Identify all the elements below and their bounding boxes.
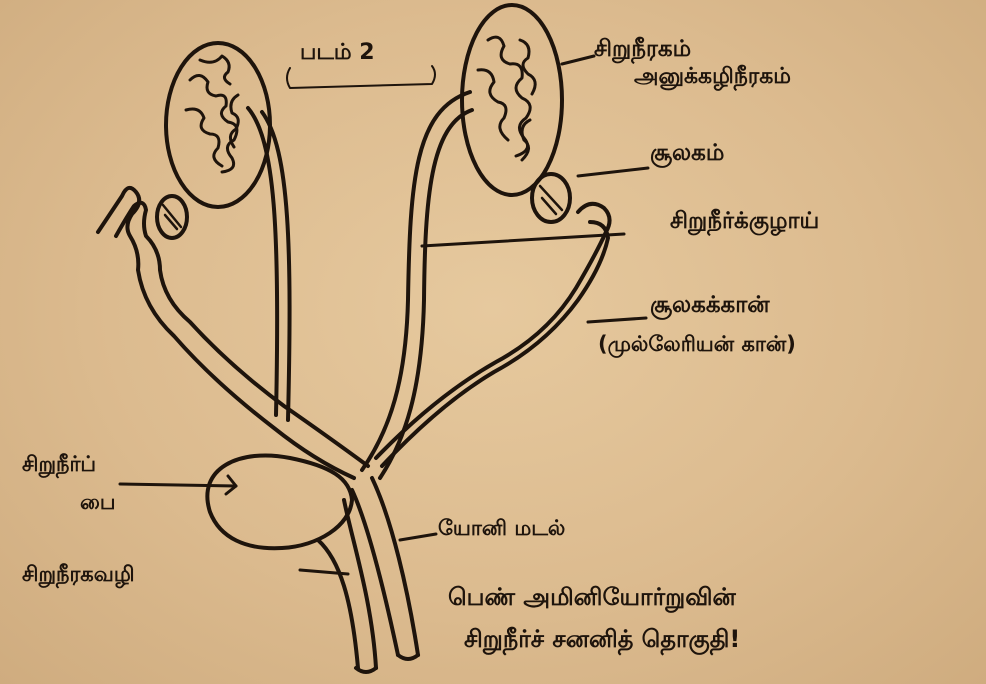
label-mesonephric-duct: சிறுநீர்க்குழாய் <box>670 208 819 234</box>
caption-line1: பெண் அமினியோர்றுவின் <box>448 584 736 612</box>
label-bladder-line1: சிறுநீர்ப் <box>22 452 96 476</box>
label-kidney-sub: அனுக்கழிநீரகம் <box>634 64 791 89</box>
label-mullerian-duct: (முல்லேரியன் கான்) <box>598 332 796 356</box>
label-ovary: சூலகம் <box>650 140 724 166</box>
left-kidney <box>166 43 270 207</box>
leader-lines <box>120 56 648 574</box>
left-ureter <box>248 108 290 420</box>
label-urethra: சிறுநீரகவழி <box>22 562 135 586</box>
urinary-bladder <box>207 455 352 548</box>
title-underline <box>287 66 435 88</box>
label-uterus: யோனி மடல் <box>438 516 565 540</box>
caption-line2: சிறுநீர்ச் சனனித் தொகுதி! <box>464 626 740 654</box>
label-kidney: சிறுநீரகம் <box>594 36 691 62</box>
figure-title: படம் 2 <box>300 40 375 65</box>
right-kidney <box>462 5 562 195</box>
left-oviduct <box>98 188 368 478</box>
label-oviduct: சூலகக்கான் <box>650 292 770 318</box>
label-bladder-line2: பை <box>80 490 116 514</box>
